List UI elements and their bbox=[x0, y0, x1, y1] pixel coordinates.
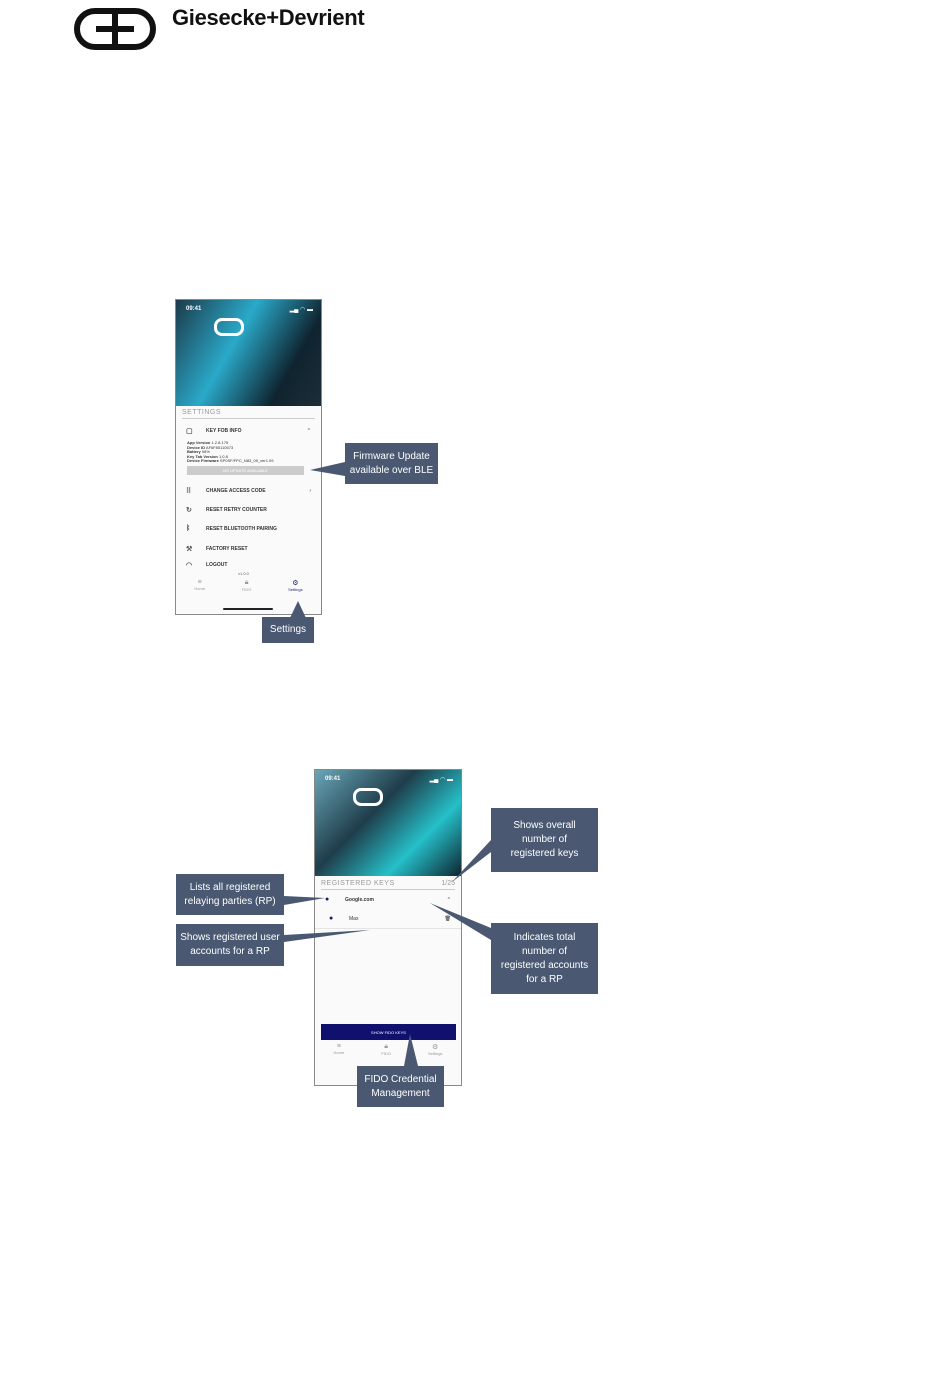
key-fob-info-row[interactable]: ▢ KEY FOB INFO ⌃ bbox=[186, 427, 311, 435]
hero-image: 09:41 ▂▄ ◠ ▬ bbox=[176, 300, 321, 406]
callout-accounts: Shows registered user accounts for a RP bbox=[176, 924, 284, 966]
callout-settings: Settings bbox=[262, 617, 314, 643]
list-icon: ≡ bbox=[197, 579, 202, 586]
nav-home[interactable]: ≡Home bbox=[194, 579, 206, 591]
gd-mark-icon bbox=[214, 318, 244, 336]
refresh-icon: ↻ bbox=[186, 507, 192, 514]
account-name: Max bbox=[349, 915, 359, 922]
change-access-code-row[interactable]: ⠿ CHANGE ACCESS CODE › bbox=[186, 487, 311, 495]
no-update-button[interactable]: NO UPDATE AVAILABLE bbox=[187, 466, 304, 475]
gd-mark-icon bbox=[353, 788, 383, 806]
bluetooth-icon: ᛒ bbox=[186, 525, 191, 532]
status-time: 09:41 bbox=[186, 306, 202, 312]
row-label: KEY FOB INFO bbox=[206, 428, 242, 434]
nav-settings[interactable]: ⚙Settings bbox=[288, 580, 303, 592]
reset-retry-counter-row[interactable]: ↻ RESET RETRY COUNTER bbox=[186, 506, 311, 514]
status-icons: ▂▄ ◠ ▬ bbox=[289, 307, 313, 313]
row-label: FACTORY RESET bbox=[206, 546, 248, 552]
keypad-icon: ⠿ bbox=[186, 488, 192, 495]
logout-row[interactable]: ◠ LOGOUT bbox=[186, 561, 311, 569]
list-icon: ≡ bbox=[336, 1043, 341, 1050]
callout-total-accounts: Indicates total number of registered acc… bbox=[491, 923, 598, 994]
keyfob-icon: ▢ bbox=[186, 428, 193, 435]
rp-badge-icon: ● bbox=[325, 896, 330, 903]
fido-screenshot: 09:41 ▂▄ ◠ ▬ REGISTERED KEYS 1/25 ● Googl… bbox=[314, 769, 462, 1086]
row-label: LOGOUT bbox=[206, 562, 228, 568]
bottom-nav: ≡Home 🔒︎FIDO ⚙Settings bbox=[176, 579, 321, 592]
nav-fido[interactable]: 🔒︎FIDO bbox=[241, 579, 252, 592]
row-label: RESET RETRY COUNTER bbox=[206, 507, 267, 513]
callout-lists-rp: Lists all registered relaying parties (R… bbox=[176, 874, 284, 915]
callout-firmware: Firmware Update available over BLE bbox=[345, 443, 438, 484]
lock-icon: 🔒︎ bbox=[244, 579, 249, 586]
bottom-nav: ≡Home 🔒︎FIDO ⚙Settings bbox=[315, 1043, 461, 1056]
account-row: ● Max 🗑︎ bbox=[329, 915, 451, 922]
rp-name: Google.com bbox=[345, 896, 374, 903]
home-indicator bbox=[223, 608, 273, 610]
hero-image: 09:41 ▂▄ ◠ ▬ bbox=[315, 770, 461, 876]
chevron-up-icon: ⌃ bbox=[446, 896, 451, 903]
nav-home[interactable]: ≡Home bbox=[333, 1043, 345, 1055]
gear-icon: ⚙ bbox=[292, 580, 299, 587]
status-icons: ▂▄ ◠ ▬ bbox=[429, 777, 453, 783]
row-label: RESET BLUETOOTH PAIRING bbox=[206, 525, 277, 532]
divider bbox=[182, 418, 315, 419]
status-time: 09:41 bbox=[325, 776, 341, 782]
factory-reset-row[interactable]: ⚒ FACTORY RESET bbox=[186, 545, 311, 553]
section-title: SETTINGS bbox=[182, 409, 222, 416]
nav-fido[interactable]: 🔒︎FIDO bbox=[381, 1043, 391, 1056]
nav-settings[interactable]: ⚙Settings bbox=[427, 1044, 443, 1056]
factory-icon: ⚒ bbox=[186, 546, 193, 553]
logout-icon: ◠ bbox=[186, 562, 193, 569]
settings-screenshot: 09:41 ▂▄ ◠ ▬ SETTINGS ▢ KEY FOB INFO ⌃ App… bbox=[175, 299, 322, 615]
key-count: 1/25 bbox=[441, 880, 455, 887]
trash-icon[interactable]: 🗑︎ bbox=[444, 915, 451, 922]
rp-row[interactable]: ● Google.com ⌃ bbox=[325, 896, 451, 903]
callout-fido: FIDO Credential Management bbox=[357, 1066, 444, 1107]
gd-logo-icon bbox=[74, 8, 156, 50]
gear-icon: ⚙ bbox=[432, 1044, 439, 1051]
callout-overall-keys: Shows overall number of registered keys bbox=[491, 808, 598, 872]
row-label: CHANGE ACCESS CODE bbox=[206, 488, 266, 494]
show-fido-keys-button[interactable]: SHOW FIDO KEYS bbox=[321, 1024, 456, 1040]
reset-bluetooth-row[interactable]: ᛒ RESET BLUETOOTH PAIRING bbox=[186, 525, 311, 532]
user-icon: ● bbox=[329, 915, 334, 922]
divider bbox=[321, 889, 455, 890]
section-title: REGISTERED KEYS bbox=[321, 880, 395, 887]
lock-icon: 🔒︎ bbox=[384, 1043, 388, 1050]
divider bbox=[315, 928, 461, 929]
chevron-up-icon: ⌃ bbox=[306, 428, 311, 434]
company-name: Giesecke+Devrient bbox=[172, 5, 365, 30]
chevron-right-icon: › bbox=[309, 488, 311, 494]
key-fob-info-details: App Version 1.2.8.175 Device ID AF6F8511… bbox=[187, 440, 274, 464]
app-version: v1.0.0 bbox=[238, 571, 249, 576]
